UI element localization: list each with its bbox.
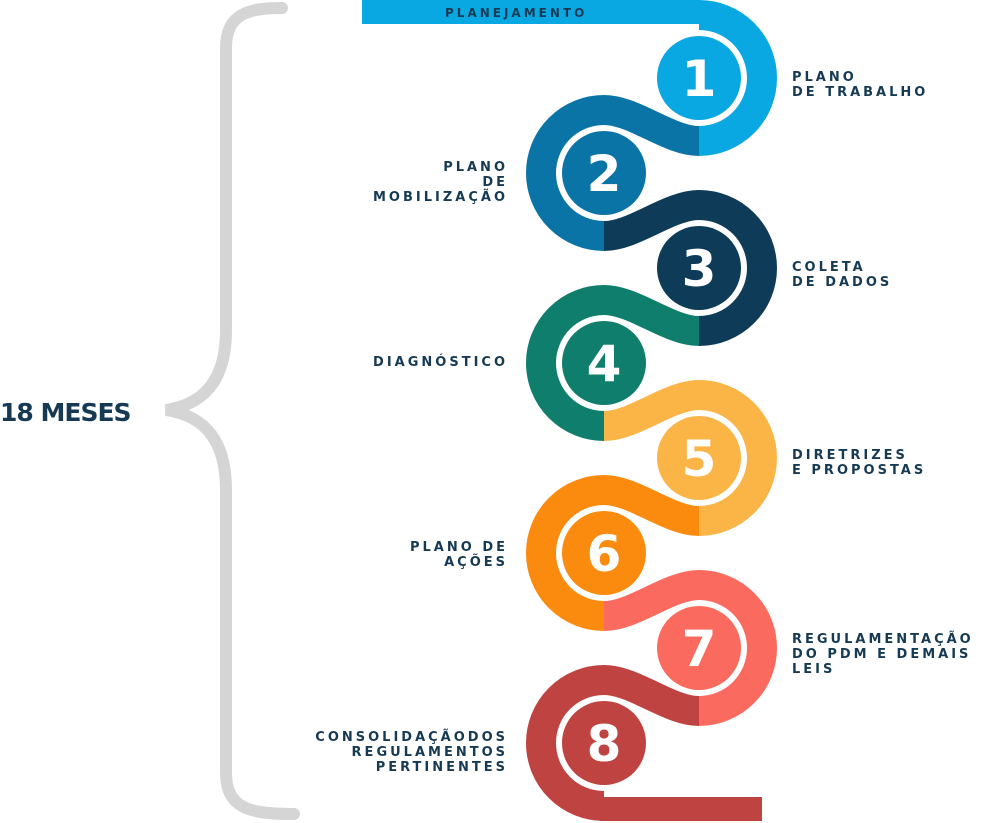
track-connector-6: [602, 570, 701, 631]
track-arc-4: [526, 285, 605, 441]
step-disc-1: [657, 36, 741, 120]
step-label-line: MOBILIZAÇÃO: [373, 190, 508, 205]
step-number-2: 2: [587, 145, 622, 203]
step-label-line: DE: [482, 175, 508, 190]
track-connector-3: [602, 285, 701, 346]
top-title: PLANEJAMENTO: [445, 6, 588, 20]
track-arc-2: [526, 95, 605, 251]
step-number-5: 5: [682, 430, 717, 488]
step-disc-8: [562, 701, 646, 785]
step-label-line: AÇÕES: [444, 555, 508, 570]
track-arc-1: [698, 0, 777, 156]
step-disc-2: [562, 131, 646, 215]
step-disc-7: [657, 606, 741, 690]
step-label-line: LEIS: [792, 662, 836, 677]
bottom-bar: [600, 797, 762, 821]
step-number-8: 8: [587, 715, 622, 773]
step-label-line: DIAGNÓSTICO: [373, 355, 508, 370]
step-number-4: 4: [587, 335, 622, 393]
top-bar: [362, 0, 700, 24]
brace: [164, 2, 300, 820]
track-arc-3: [698, 190, 777, 346]
step-label-line: REGULAMENTAÇÃO: [792, 632, 974, 647]
track-connector-2: [602, 190, 701, 251]
step-number-6: 6: [587, 525, 622, 583]
step-number-1: 1: [682, 50, 717, 108]
track-arc-8: [526, 665, 605, 821]
track-connector-5: [602, 475, 701, 536]
step-label-line: COLETA: [792, 260, 866, 275]
step-disc-4: [562, 321, 646, 405]
step-label-line: E PROPOSTAS: [792, 463, 927, 478]
duration-label: 18 MESES: [0, 398, 132, 427]
track-connector-1: [602, 95, 701, 156]
track-arc-5: [698, 380, 777, 536]
step-label-line: PLANO: [443, 160, 508, 175]
step-label-line: REGULAMENTOS: [351, 745, 508, 760]
step-number-7: 7: [682, 620, 717, 678]
step-label-line: DE DADOS: [792, 275, 893, 290]
track-arc-6: [526, 475, 605, 631]
track-arc-7: [698, 570, 777, 726]
step-label-line: PERTINENTES: [375, 760, 508, 775]
step-label-line: DIRETRIZES: [792, 448, 908, 463]
step-label-line: PLANO: [792, 70, 857, 85]
step-number-3: 3: [682, 240, 717, 298]
step-disc-6: [562, 511, 646, 595]
track-connector-4: [602, 380, 701, 441]
track-connector-7: [602, 665, 701, 726]
step-label-line: DE TRABALHO: [792, 85, 929, 100]
step-disc-5: [657, 416, 741, 500]
step-label-line: CONSOLIDAÇÃODOS: [315, 730, 508, 745]
step-label-line: PLANO DE: [409, 540, 508, 555]
step-label-line: DO PDM E DEMAIS: [792, 647, 972, 662]
step-disc-3: [657, 226, 741, 310]
step-label-4: DIAGNÓSTICO: [373, 355, 508, 370]
